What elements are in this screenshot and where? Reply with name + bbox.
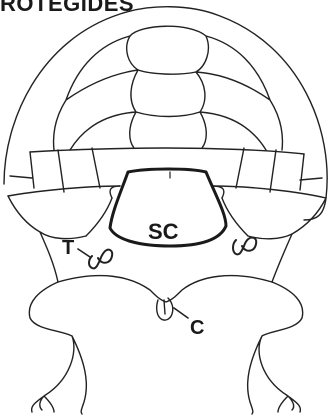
left-loop-mark [89, 250, 112, 269]
vertebral-top [127, 26, 209, 74]
label-t: T [62, 237, 74, 259]
label-c: C [190, 317, 204, 339]
vertebral-lower [130, 112, 207, 148]
rear-body-outline [58, 276, 272, 302]
right-loop-mark [233, 237, 256, 254]
carapace [4, 7, 327, 220]
carapace-outline [4, 7, 327, 220]
marginal-band-bottom [8, 186, 326, 198]
left-hind-leg [29, 282, 86, 414]
vertebral-middle [131, 70, 205, 117]
right-hind-leg [248, 282, 303, 414]
label-sc: SC [148, 219, 179, 244]
hind-body [29, 276, 302, 414]
t-leader [78, 249, 90, 257]
c-leader [174, 308, 188, 318]
